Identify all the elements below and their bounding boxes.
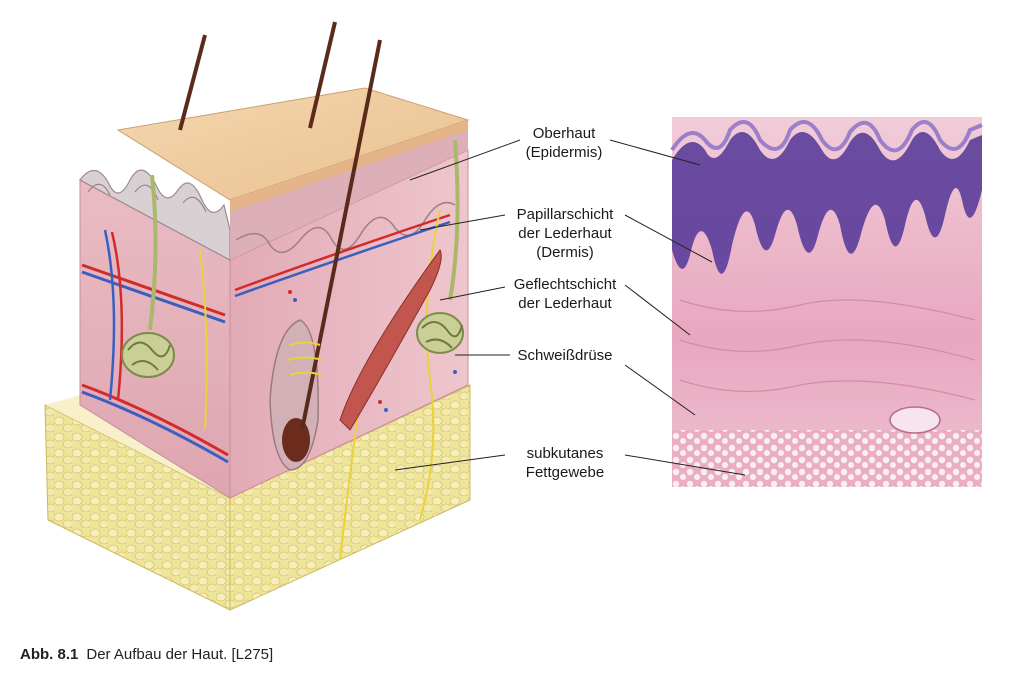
subcutis-side <box>229 384 471 611</box>
hair-2 <box>308 21 337 129</box>
histology-fat <box>672 430 982 487</box>
label-sweat-gland: Schweißdrüse <box>505 346 625 365</box>
label-papillary-line1: Papillarschicht <box>516 206 614 223</box>
leader-lines <box>394 139 746 476</box>
label-papillary-dermis: Papillarschicht der Lederhaut (Dermis) <box>505 205 625 262</box>
subcutis-top-left <box>45 395 230 498</box>
label-epidermis-line1: Oberhaut <box>532 125 596 142</box>
nerve <box>199 249 208 431</box>
label-subcutis-line1: subkutanes <box>526 445 604 462</box>
hair-follicle <box>269 39 382 471</box>
figure-caption-text: Der Aufbau der Haut. [L275] <box>86 646 274 663</box>
skin-block-illustration <box>44 21 471 611</box>
label-reticular-line2: der Lederhaut <box>518 295 612 312</box>
figure-number: Abb. 8.1 <box>20 646 79 663</box>
label-subcutis-line2: Fettgewebe <box>525 464 605 481</box>
sweat-gland-right <box>416 312 464 354</box>
label-papillary-line2: der Lederhaut <box>518 225 612 242</box>
label-sweat-gland-line1: Schweißdrüse <box>517 347 613 364</box>
label-papillary-line3: (Dermis) <box>536 244 594 261</box>
histology-epidermis <box>672 132 982 274</box>
arrector-pili-muscle <box>339 249 442 431</box>
hair-1 <box>178 34 207 131</box>
histology-micrograph <box>670 117 983 487</box>
label-reticular-line1: Geflechtschicht <box>513 276 617 293</box>
label-reticular-dermis: Geflechtschicht der Lederhaut <box>505 275 625 313</box>
label-epidermis: Oberhaut (Epidermis) <box>512 124 616 162</box>
sweat-gland-left <box>121 332 175 378</box>
label-epidermis-line2: (Epidermis) <box>525 144 603 161</box>
label-subcutaneous-fat: subkutanes Fettgewebe <box>505 444 625 482</box>
figure-caption: Abb. 8.1 Der Aufbau der Haut. [L275] <box>20 646 273 663</box>
